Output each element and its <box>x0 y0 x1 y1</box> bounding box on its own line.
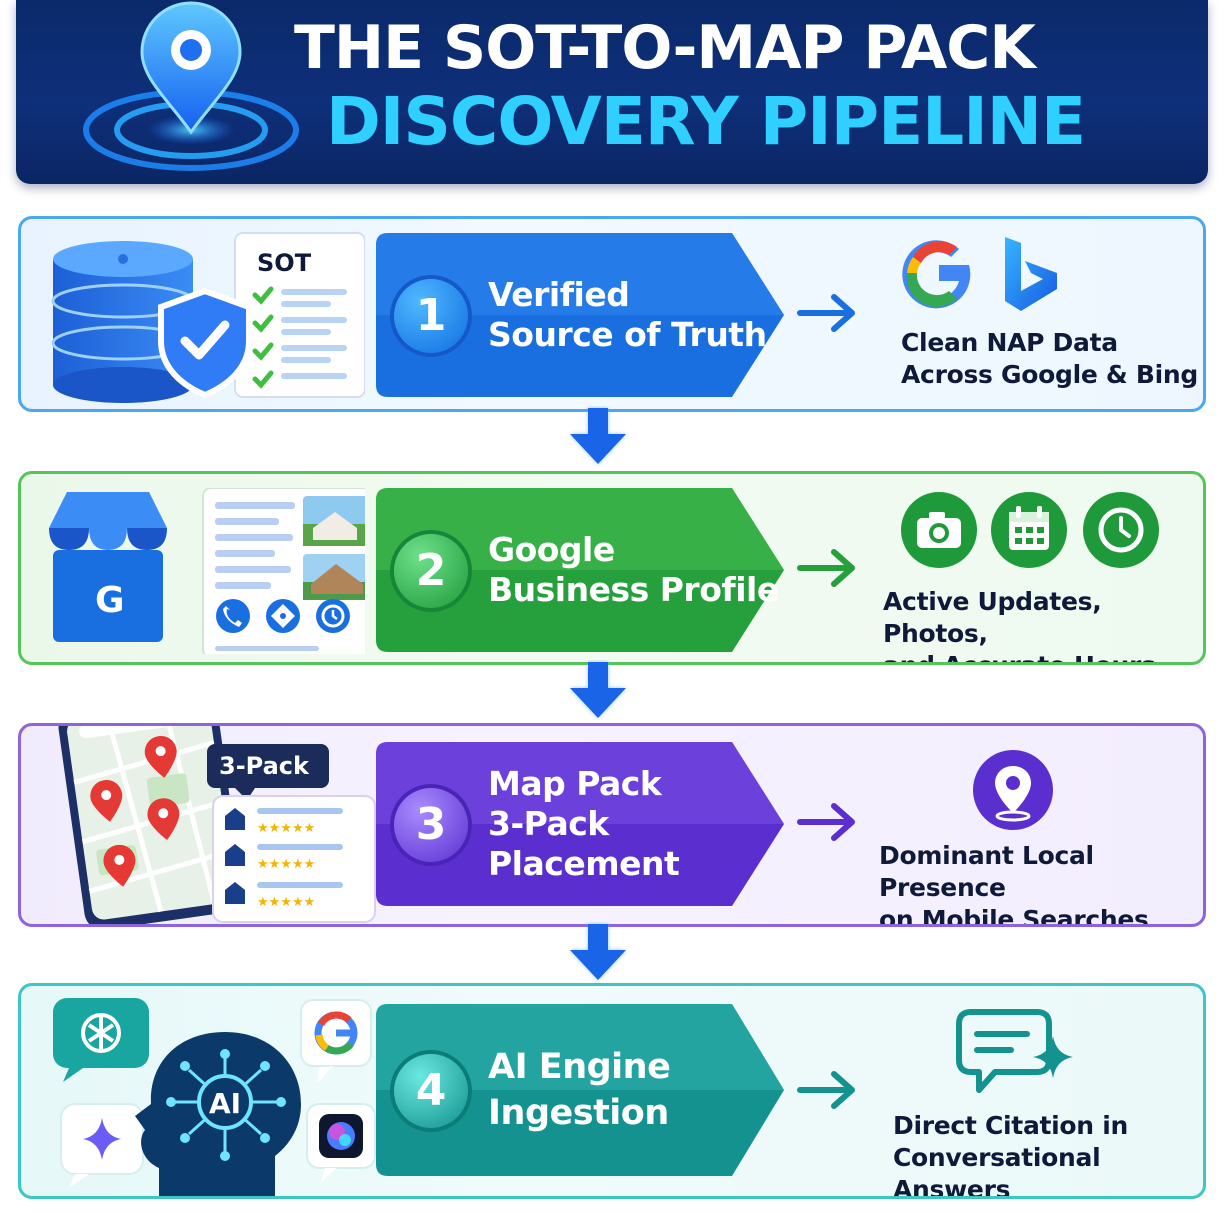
svg-text:★★★★★: ★★★★★ <box>257 857 315 872</box>
step-1-title-line2: Source of Truth <box>488 315 767 354</box>
step-3-title: Map Pack 3-Pack Placement <box>488 742 788 906</box>
down-arrow-icon <box>570 924 626 980</box>
step-2-title-line1: Google <box>488 530 615 569</box>
gbp-badge: G <box>95 580 125 621</box>
step-1-outcome-line1: Clean NAP Data <box>901 328 1118 357</box>
step-4-outcome-line1: Direct Citation in <box>893 1111 1128 1140</box>
step-panel-3: 3-Pack ★★★★★ ★★★★★ ★★★★★ 3 Map Pack 3-Pack… <box>18 723 1206 927</box>
step-1-title-line1: Verified <box>488 275 630 314</box>
directions-icon <box>266 599 300 633</box>
step-4-outcome: Direct Citation in Conversational Answer… <box>893 1110 1203 1199</box>
database-icon: SOT <box>51 232 365 403</box>
step-3-outcome-line1: Dominant Local Presence <box>879 841 1094 902</box>
right-arrow-icon <box>797 1071 855 1109</box>
siri-icon <box>306 1103 376 1182</box>
svg-text:★★★★★: ★★★★★ <box>257 895 315 910</box>
gemini-sparkle-icon <box>60 1103 144 1188</box>
page-title-line2: DISCOVERY PIPELINE <box>326 83 1086 160</box>
down-arrow-icon <box>570 662 626 718</box>
right-arrow-icon <box>797 803 855 841</box>
star-rating-icon: ★★★★★ ★★★★★ ★★★★★ <box>212 795 376 923</box>
step-number-2: 2 <box>394 534 468 608</box>
step-4-title-line2: Ingestion <box>488 1093 669 1133</box>
camera-icon <box>901 492 977 568</box>
google-icon <box>902 240 971 309</box>
step-panel-4: AI 4 AI Engine Ingestion Direct Citation… <box>18 983 1206 1199</box>
three-pack-badge: 3-Pack <box>219 752 310 780</box>
phone-icon <box>216 599 250 633</box>
step-4-title: AI Engine Ingestion <box>488 1004 788 1176</box>
step-3-outcome: Dominant Local Presence on Mobile Search… <box>879 840 1203 927</box>
location-pin-icon <box>83 1 299 171</box>
step-3-arrow: 3 Map Pack 3-Pack Placement <box>376 742 786 906</box>
map-pin-icon <box>90 736 180 887</box>
calendar-icon <box>991 492 1067 568</box>
step-3-outcome-line2: on Mobile Searches <box>879 905 1149 927</box>
clock-icon <box>1083 492 1159 568</box>
step-panel-1: SOT 1 Verified Source of Truth <box>18 216 1206 412</box>
step-number-4: 4 <box>394 1054 468 1128</box>
step-4-outcome-line2: Conversational Answers <box>893 1143 1101 1199</box>
step-number-1: 1 <box>394 279 468 353</box>
step-2-outcome: Active Updates, Photos, and Accurate Hou… <box>883 586 1203 662</box>
shield-check-icon <box>158 287 252 399</box>
sot-badge: SOT <box>257 249 312 277</box>
step-1-arrow: 1 Verified Source of Truth <box>376 233 786 397</box>
step-2-outcome-line1: Active Updates, Photos, <box>883 587 1102 648</box>
step-3-title-line2: 3-Pack Placement <box>488 804 680 883</box>
right-arrow-icon <box>797 549 855 587</box>
step-2-outcome-line2: and Accurate Hours <box>883 650 1203 662</box>
step-1-outcome: Clean NAP Data Across Google & Bing <box>901 327 1201 391</box>
chat-sparkle-icon <box>956 1009 1073 1093</box>
checklist-icon: SOT <box>234 232 365 398</box>
step-1-title: Verified Source of Truth <box>488 233 788 397</box>
header-banner: THE SOT-TO-MAP PACK DISCOVERY PIPELINE <box>16 0 1208 184</box>
step-1-outcome-line2: Across Google & Bing <box>901 360 1198 389</box>
ai-badge: AI <box>209 1087 241 1120</box>
storefront-icon: G <box>49 488 365 654</box>
down-arrow-icon <box>570 408 626 464</box>
step-3-title-line1: Map Pack <box>488 764 662 803</box>
step-2-title-line2: Business Profile <box>488 570 779 609</box>
step-2-title: Google Business Profile <box>488 488 788 652</box>
smartphone-map-icon: 3-Pack ★★★★★ ★★★★★ ★★★★★ <box>58 726 376 924</box>
step-4-title-line1: AI Engine <box>488 1047 671 1087</box>
step-4-arrow: 4 AI Engine Ingestion <box>376 1004 786 1176</box>
google-icon <box>300 999 372 1084</box>
ai-head-icon: AI <box>53 998 376 1196</box>
page-title-line1: THE SOT-TO-MAP PACK <box>294 13 1036 83</box>
step-2-arrow: 2 Google Business Profile <box>376 488 786 652</box>
svg-text:★★★★★: ★★★★★ <box>257 821 315 836</box>
bing-icon <box>1005 237 1057 311</box>
clock-icon <box>316 599 350 633</box>
step-number-3: 3 <box>394 788 468 862</box>
step-panel-2: G 2 Google Business Profile <box>18 471 1206 665</box>
chatgpt-icon <box>53 998 149 1082</box>
right-arrow-icon <box>797 294 855 332</box>
location-pin-icon <box>973 750 1053 830</box>
